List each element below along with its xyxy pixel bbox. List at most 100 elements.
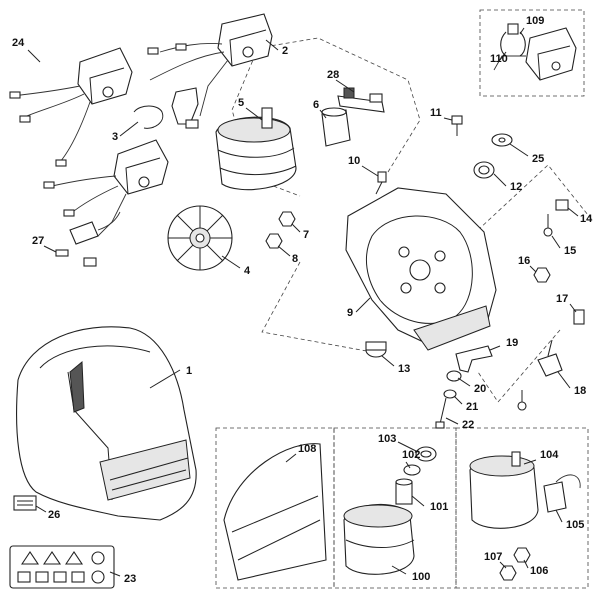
callout-107: 107 — [484, 551, 502, 563]
leader-4 — [221, 255, 241, 269]
leader-14 — [567, 207, 579, 217]
callout-23: 23 — [124, 573, 136, 585]
leader-17 — [569, 303, 577, 313]
leader-23 — [109, 571, 121, 577]
cable-clip-inset — [500, 23, 526, 57]
dashed-boundaries — [215, 9, 593, 589]
connector-boot — [171, 87, 199, 129]
callout-21: 21 — [466, 401, 478, 413]
leader-9 — [355, 297, 371, 313]
leader-106 — [523, 559, 529, 569]
washer-21 — [443, 389, 457, 399]
callout-6: 6 — [313, 99, 319, 111]
leader-6 — [319, 109, 327, 119]
bolt-22 — [435, 397, 447, 429]
leader-18 — [557, 371, 571, 389]
spacer-101 — [395, 478, 413, 505]
leader-12 — [493, 173, 507, 187]
motor-104 — [469, 451, 539, 529]
clip-ring — [133, 105, 164, 129]
rating-label-26 — [13, 495, 37, 511]
leader-8 — [277, 245, 291, 257]
leader-26 — [35, 505, 47, 513]
nut-106 — [513, 547, 531, 563]
leader-103 — [397, 441, 419, 453]
screw-10 — [375, 171, 387, 195]
callout-18: 18 — [574, 385, 586, 397]
leader-16 — [529, 265, 537, 273]
callout-10: 10 — [348, 155, 360, 167]
ring-12 — [473, 161, 495, 179]
callout-1: 1 — [186, 365, 192, 377]
leader-19 — [489, 345, 501, 351]
cooling-fan — [167, 205, 233, 271]
motor-housing-inset — [493, 27, 577, 81]
leader-102 — [405, 461, 411, 469]
callout-103: 103 — [378, 433, 396, 445]
callout-19: 19 — [506, 337, 518, 349]
leader-105 — [555, 509, 563, 523]
callout-106: 106 — [530, 565, 548, 577]
hood-cover — [16, 326, 197, 521]
callout-24: 24 — [12, 37, 25, 49]
callout-28: 28 — [327, 69, 339, 81]
leader-27 — [43, 245, 57, 253]
leader-20 — [457, 377, 471, 387]
switch-terminal — [337, 87, 385, 113]
nut-8 — [265, 233, 283, 249]
capacitor — [321, 107, 351, 147]
leader-28 — [335, 79, 355, 93]
leader-7 — [291, 223, 301, 233]
bracket-19 — [455, 345, 493, 373]
nut-7 — [278, 211, 296, 227]
callout-16: 16 — [518, 255, 530, 267]
leader-22 — [445, 417, 459, 425]
screw-11 — [451, 115, 463, 136]
callout-22: 22 — [462, 419, 474, 431]
pin-17 — [573, 309, 585, 325]
leader-25 — [509, 143, 529, 157]
screw-15a — [543, 214, 553, 237]
callout-8: 8 — [292, 253, 298, 265]
washer-25 — [491, 133, 513, 147]
motor-housing-middle — [43, 139, 169, 237]
bushing-13 — [365, 341, 387, 358]
leader-109 — [519, 27, 525, 35]
callout-12: 12 — [510, 181, 522, 193]
callout-4: 4 — [244, 265, 251, 277]
power-cord-plug — [69, 211, 121, 267]
leader-110 — [499, 51, 507, 61]
callout-101: 101 — [430, 501, 448, 513]
callout-9: 9 — [347, 307, 353, 319]
callout-20: 20 — [474, 383, 486, 395]
callout-3: 3 — [112, 131, 118, 143]
leader-24 — [27, 49, 41, 63]
callout-102: 102 — [402, 449, 420, 461]
leader-101 — [411, 495, 425, 507]
callout-11: 11 — [430, 107, 442, 119]
leader-108 — [285, 453, 297, 463]
hood-detail-108 — [223, 443, 327, 581]
cap-103 — [415, 446, 437, 462]
callout-27: 27 — [32, 235, 44, 247]
motor-housing-top — [147, 13, 273, 117]
leader-11 — [443, 117, 453, 121]
callout-7: 7 — [303, 229, 309, 241]
motor — [215, 107, 297, 191]
callout-26: 26 — [48, 509, 60, 521]
plug-14 — [555, 199, 569, 211]
nut-16 — [533, 267, 551, 283]
ring-102 — [403, 464, 421, 476]
screw-15b — [517, 390, 527, 411]
leader-3 — [119, 121, 139, 137]
nut-107 — [499, 565, 517, 581]
leader-100 — [391, 565, 407, 575]
leader-5 — [245, 107, 263, 121]
cable-tie-27 — [55, 249, 69, 257]
leader-10 — [361, 165, 379, 177]
callout-14: 14 — [580, 213, 593, 225]
leader-104 — [523, 459, 537, 465]
callout-2: 2 — [282, 45, 288, 57]
callout-104: 104 — [540, 449, 559, 461]
